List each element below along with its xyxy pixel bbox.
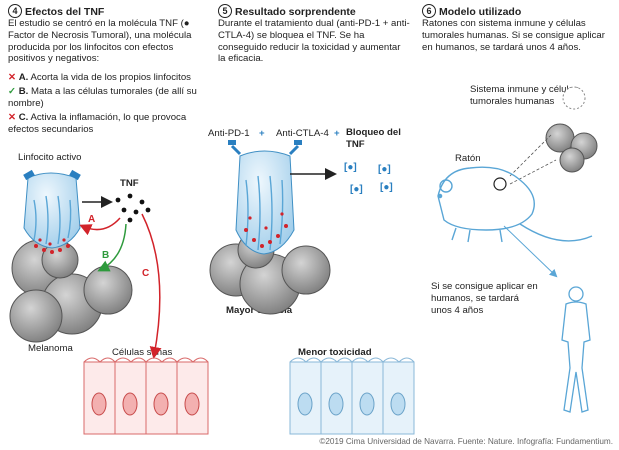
result-body: Durante el tratamiento dual (anti-PD-1 +…	[218, 18, 410, 65]
model-body: Ratones con sistema inmune y células tum…	[422, 18, 605, 53]
effect-key: A.	[18, 72, 29, 83]
anti-pd1-label: Anti-PD-1	[208, 128, 250, 139]
positive-check-icon: ✓	[8, 86, 17, 97]
human-note-label: Si se consigue aplicar en humanos, se ta…	[431, 281, 538, 316]
arrow-c	[141, 213, 162, 359]
lymphocyte-label: Linfocito activo	[18, 152, 82, 163]
zoom-lines	[509, 133, 557, 185]
svg-text:[●]: [●]	[378, 164, 391, 175]
effect-item-a: ✕ A. Acorta la vida de los propios linfo…	[8, 72, 204, 84]
result-title: Resultado sorprendente	[235, 6, 356, 18]
blocked-tnf: [●] [●] [●] [●]	[344, 162, 393, 195]
step-5-badge: 5	[218, 4, 232, 18]
tnf-label: TNF	[120, 178, 139, 189]
zoom-circle-icon	[493, 177, 507, 191]
healthy-cells-red	[83, 357, 209, 435]
anti-ctla4-label: Anti-CTLA-4	[276, 128, 329, 139]
effect-key: C.	[18, 112, 29, 123]
model-title: Modelo utilizado	[439, 6, 522, 18]
tnf-block-label: Bloqueo del TNF	[346, 127, 401, 150]
credit-line: ©2019 Cima Universidad de Navarra. Fuent…	[319, 437, 613, 446]
arrow-a-label: A	[88, 214, 95, 225]
arrow-a	[79, 217, 121, 236]
effects-intro: El estudio se centró en la molécula TNF …	[8, 18, 192, 65]
effect-item-c: ✕ C. Activa la inflamación, lo que provo…	[8, 112, 198, 135]
step-6-badge: 6	[422, 4, 436, 18]
plus-sign: +	[334, 128, 340, 139]
negative-x-icon: ✕	[8, 72, 17, 83]
effect-text: Mata a las células tumorales (de allí su…	[8, 86, 197, 109]
toxicity-label: Menor toxicidad	[298, 347, 372, 358]
human-system-label: Sistema inmune y células tumorales human…	[470, 84, 579, 107]
arrow-b	[97, 223, 127, 272]
effect-item-b: ✓ B. Mata a las células tumorales (de al…	[8, 86, 198, 109]
treated-lymphocyte	[228, 140, 302, 255]
human-tumor-cells	[545, 123, 598, 173]
human-immune-cell	[562, 86, 586, 110]
svg-text:[●]: [●]	[344, 162, 357, 173]
melanoma-tumor	[9, 239, 133, 343]
negative-x-icon: ✕	[8, 112, 17, 123]
tnf-molecules	[115, 193, 151, 223]
effect-text: Activa la inflamación, lo que provoca ef…	[8, 112, 187, 135]
arrow-c-label: C	[142, 268, 149, 279]
svg-text:[●]: [●]	[380, 182, 393, 193]
effect-key: B.	[18, 86, 29, 97]
healthy-cells-label: Células sanas	[112, 347, 173, 358]
healthy-cells-blue	[289, 357, 415, 435]
human-figure-icon	[561, 286, 591, 413]
plus-sign: +	[259, 128, 265, 139]
effect-text: Acorta la vida de los propios linfocitos	[30, 72, 191, 83]
step-4-badge: 4	[8, 4, 22, 18]
melanoma-label: Melanoma	[28, 343, 73, 354]
mouse-label: Ratón	[455, 153, 481, 164]
effects-title: Efectos del TNF	[25, 6, 105, 18]
active-lymphocyte	[23, 169, 81, 254]
mouse-illustration	[437, 166, 593, 243]
svg-text:[●]: [●]	[350, 184, 363, 195]
mouse-to-human-arrow	[503, 225, 558, 278]
arrow-b-label: B	[102, 250, 109, 261]
